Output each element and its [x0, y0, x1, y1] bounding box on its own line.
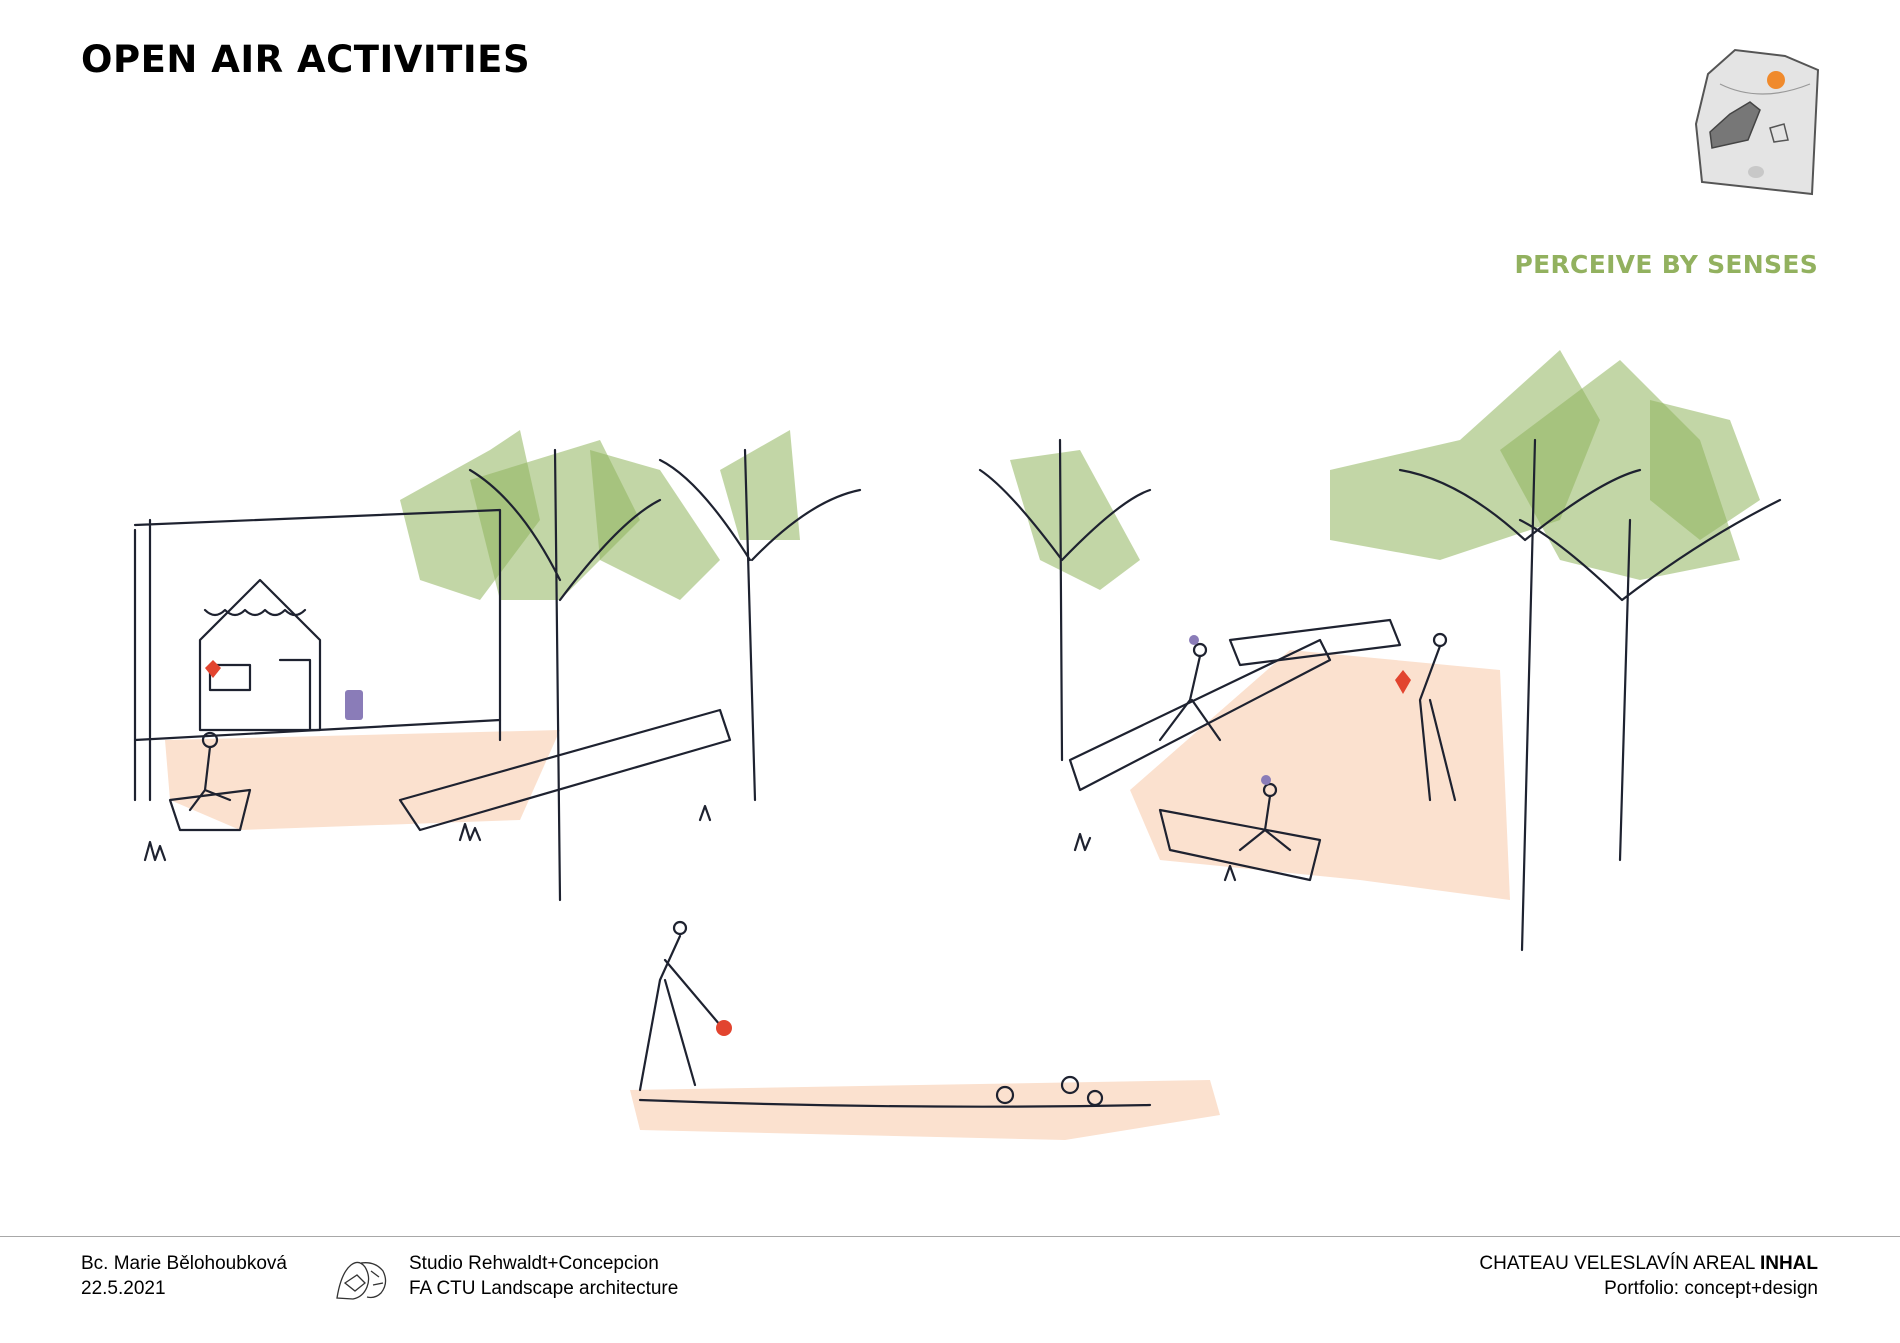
- accent-marks: [205, 660, 1411, 1036]
- ground-patches: [165, 650, 1510, 1140]
- foliage: [400, 350, 1760, 600]
- footer-project-bold: INHAL: [1759, 1253, 1818, 1274]
- footer-portfolio: Portfolio: concept+design: [1604, 1278, 1818, 1299]
- footer-author: Bc. Marie Bělohoubková: [81, 1253, 287, 1274]
- footer-project: CHATEAU VELESLAVÍN AREAL INHAL: [1479, 1251, 1818, 1276]
- faculty-logo-icon: [336, 1261, 387, 1300]
- purple-accents: [345, 635, 1271, 785]
- footer-rule: [0, 1236, 1900, 1237]
- sketch-illustration: [133, 350, 1782, 1140]
- footer-studio: Studio Rehwaldt+Concepcion: [409, 1253, 659, 1274]
- page-title: OPEN AIR ACTIVITIES: [81, 38, 531, 81]
- ink-lines: [133, 438, 1782, 1108]
- footer-project-prefix: CHATEAU VELESLAVÍN AREAL: [1479, 1253, 1760, 1274]
- site-locator-map-icon: [1694, 48, 1820, 196]
- footer-date: 22.5.2021: [81, 1278, 166, 1299]
- footer-mid: Studio Rehwaldt+Concepcion FA CTU Landsc…: [409, 1251, 678, 1301]
- section-label: PERCEIVE BY SENSES: [1514, 250, 1818, 279]
- footer-right: CHATEAU VELESLAVÍN AREAL INHAL Portfolio…: [1479, 1251, 1818, 1301]
- footer-left: Bc. Marie Bělohoubková 22.5.2021: [81, 1251, 287, 1301]
- footer-school: FA CTU Landscape architecture: [409, 1278, 679, 1299]
